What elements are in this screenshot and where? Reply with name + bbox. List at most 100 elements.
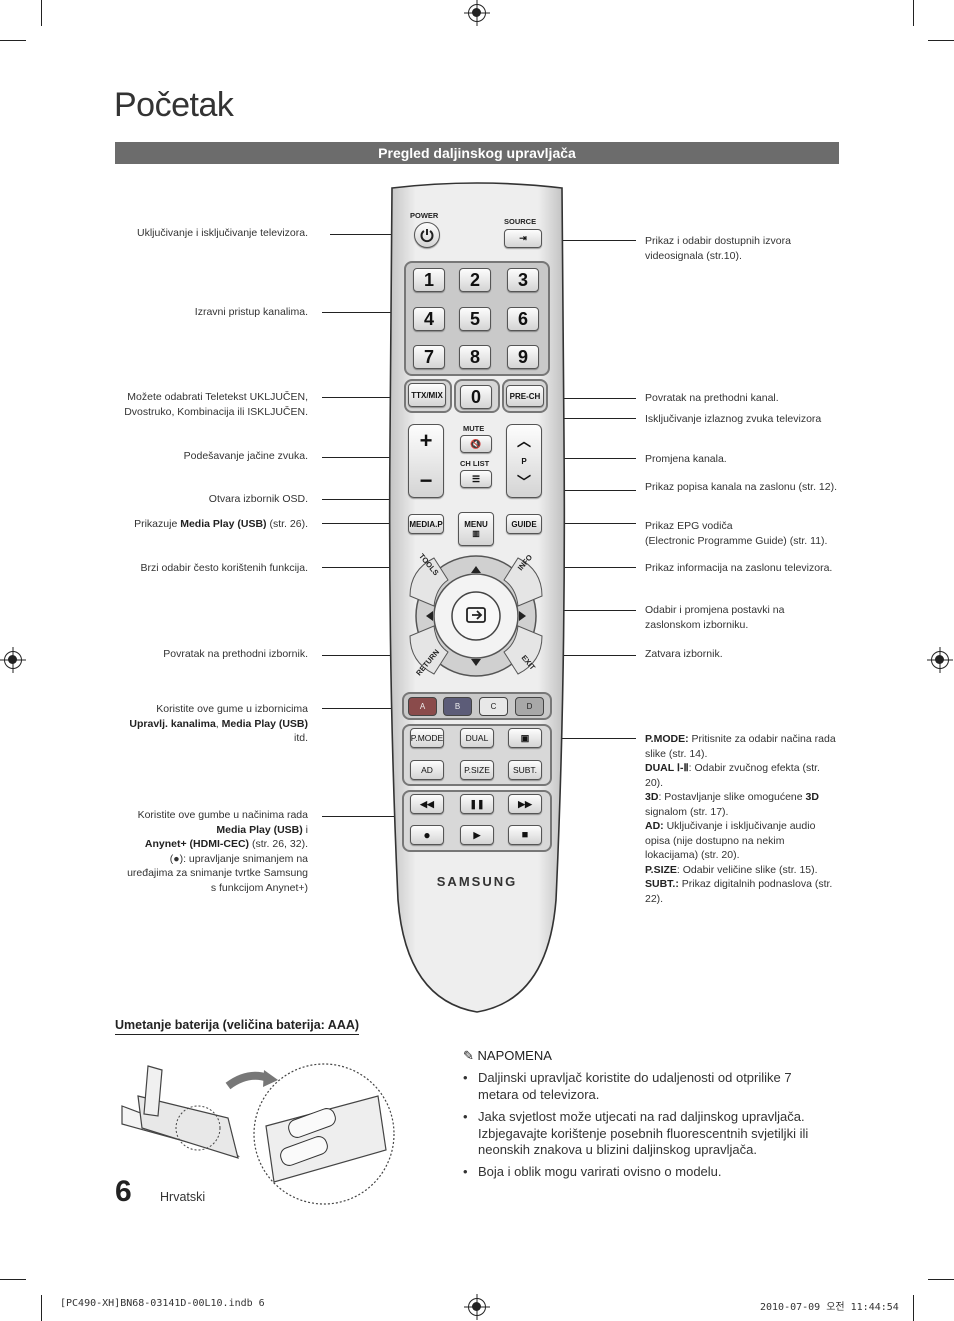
source-label: SOURCE (504, 217, 537, 226)
record-button[interactable]: ● (410, 825, 444, 845)
registration-mark-icon (468, 1298, 486, 1316)
prech-button[interactable]: PRE-CH (506, 385, 544, 407)
label-numbers: Izravni pristup kanalima. (194, 306, 308, 318)
menu-icon: ▥ (472, 529, 480, 538)
leader-line (322, 567, 408, 568)
label-mute: Isključivanje izlaznog zvuka televizora (645, 413, 822, 425)
subt-button[interactable]: SUBT. (508, 760, 542, 780)
battery-illustration (121, 1063, 395, 1205)
leader-line (322, 397, 406, 398)
leader-line (545, 655, 636, 656)
label-guide: Prikaz EPG vodiča(Electronic Programme G… (645, 520, 828, 547)
stop-icon: ■ (521, 829, 529, 841)
fast-forward-button[interactable]: ▶▶ (508, 794, 542, 814)
ad-button[interactable]: AD (410, 760, 444, 780)
color-button-b[interactable]: B (443, 697, 472, 716)
page-title: Početak (114, 86, 234, 124)
mediap-button[interactable]: MEDIA.P (408, 514, 444, 534)
menu-button[interactable]: MENU▥ (458, 512, 494, 546)
label-exit: Zatvara izbornik. (645, 648, 723, 660)
power-label: POWER (410, 211, 439, 220)
note-item: Daljinski upravljač koristite do udaljen… (478, 1070, 792, 1102)
guide-button[interactable]: GUIDE (506, 514, 542, 534)
play-button[interactable]: ▶ (460, 825, 494, 845)
label-chlist: Prikaz popisa kanala na zaslonu (str. 12… (645, 481, 838, 493)
page-number: 6 (115, 1175, 132, 1208)
rewind-button[interactable]: ◀◀ (410, 794, 444, 814)
leader-line (322, 816, 400, 817)
number-button[interactable]: 7 (413, 345, 445, 369)
number-button[interactable]: 1 (413, 268, 445, 292)
source-icon: ⇥ (519, 233, 527, 243)
label-function-buttons: P.MODE: Pritisnite za odabir načina rada… (645, 733, 836, 905)
bullet-icon: • (463, 1109, 468, 1124)
label-color-buttons: Koristite ove gume u izbornicima Upravlj… (129, 703, 308, 744)
mute-icon: 🔇 (470, 438, 482, 449)
stop-button[interactable]: ■ (508, 825, 542, 845)
leader-line (322, 708, 400, 709)
bullet-icon: • (463, 1164, 468, 1179)
leader-line (545, 567, 636, 568)
volume-rocker[interactable]: + − (408, 424, 444, 498)
number-button[interactable]: 4 (413, 307, 445, 331)
number-button[interactable]: 3 (507, 268, 539, 292)
dual-button[interactable]: DUAL (460, 728, 494, 748)
label-info: Prikaz informacija na zaslonu televizora… (645, 562, 833, 574)
three-d-button[interactable]: ▣ (508, 728, 542, 748)
leader-line (541, 523, 636, 524)
ttx-mix-button[interactable]: TTX/MIX (408, 383, 446, 407)
leader-line (330, 234, 414, 235)
number-button[interactable]: 8 (459, 345, 491, 369)
enter-button[interactable] (464, 604, 488, 628)
bullet-icon: • (463, 1070, 468, 1085)
registration-mark-icon (468, 4, 486, 22)
pmode-button[interactable]: P.MODE (410, 728, 444, 748)
leader-line (553, 738, 636, 739)
three-d-icon: ▣ (520, 732, 530, 743)
footer-timestamp: 2010-07-09 오전 11:44:54 (760, 1302, 899, 1313)
note-item: Jaka svjetlost može utjecati na rad dalj… (478, 1109, 809, 1157)
chlist-label: CH LIST (460, 459, 490, 468)
registration-mark-icon (931, 651, 949, 669)
chevron-up-icon: ︿ (517, 432, 531, 449)
psize-button[interactable]: P.SIZE (460, 760, 494, 780)
leader-line (546, 398, 636, 399)
leader-line (546, 240, 636, 241)
color-button-a[interactable]: A (408, 697, 437, 716)
fast-forward-icon: ▶▶ (518, 798, 532, 809)
channel-rocker[interactable]: ︿ P ﹀ (506, 424, 542, 498)
number-button[interactable]: 6 (507, 307, 539, 331)
crop-mark (41, 0, 42, 26)
crop-mark (913, 0, 914, 26)
crop-mark (928, 40, 954, 41)
brand-logo: SAMSUNG (436, 874, 518, 889)
leader-line (322, 655, 408, 656)
number-button[interactable]: 0 (460, 385, 492, 409)
list-icon: ☰ (471, 473, 481, 484)
channel-p-label: P (521, 456, 527, 466)
number-button[interactable]: 2 (459, 268, 491, 292)
crop-mark (913, 1295, 914, 1321)
label-power: Uključivanje i isključivanje televizora. (137, 227, 308, 239)
power-button[interactable] (414, 222, 440, 248)
pause-icon: ❚❚ (469, 798, 485, 809)
pause-button[interactable]: ❚❚ (460, 794, 494, 814)
crop-mark (928, 1279, 954, 1280)
number-button[interactable]: 9 (507, 345, 539, 369)
source-button[interactable]: ⇥ (504, 229, 542, 248)
chlist-button[interactable]: ☰ (460, 470, 492, 488)
label-tools: Brzi odabir često korištenih funkcija. (140, 562, 309, 574)
power-icon (420, 229, 434, 243)
color-button-c[interactable]: C (479, 697, 508, 716)
color-button-d[interactable]: D (515, 697, 544, 716)
note-heading: ✎ NAPOMENA (463, 1048, 552, 1063)
label-ttx: Možete odabrati Teletekst UKLJUČEN, Dvos… (124, 391, 308, 418)
label-volume: Podešavanje jačine zvuka. (183, 450, 308, 462)
ttx-label: TTX/MIX (411, 390, 443, 400)
mute-button[interactable]: 🔇 (460, 435, 492, 453)
number-button[interactable]: 5 (459, 307, 491, 331)
mute-label: MUTE (463, 424, 485, 433)
footer-file: [PC490-XH]BN68-03141D-00L10.indb 6 (60, 1298, 265, 1309)
label-playback: Koristite ove gumbe u načinima rada Medi… (127, 809, 308, 894)
